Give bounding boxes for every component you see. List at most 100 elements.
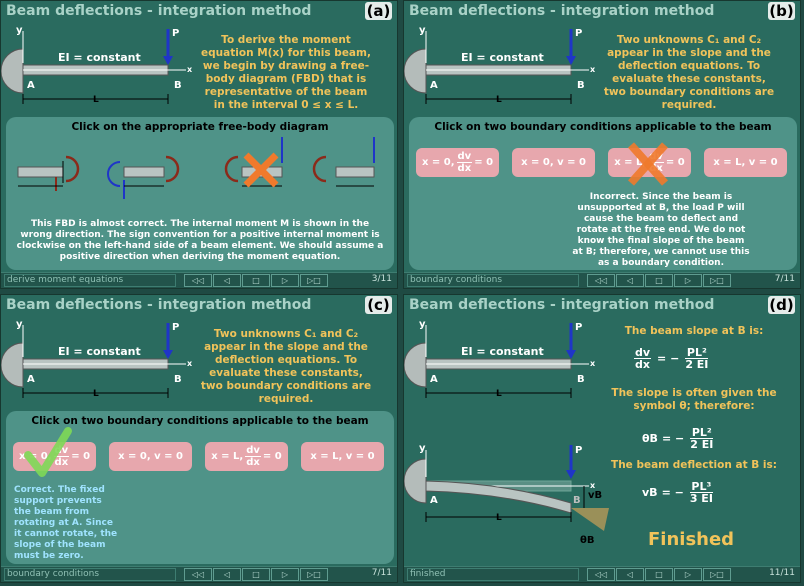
fbd-option-3[interactable] — [224, 137, 283, 188]
menu-button[interactable]: □ — [645, 568, 673, 581]
panel-b: Beam deflections - integration method (b… — [403, 0, 801, 289]
point-b-label: B — [174, 80, 182, 91]
length-label: L — [496, 95, 502, 105]
first-page-button[interactable]: ◁◁ — [184, 274, 212, 287]
denominator: dx — [54, 457, 69, 468]
first-page-button[interactable]: ◁◁ — [587, 274, 615, 287]
numerator: PL³ — [689, 480, 713, 493]
deflection-label: vB — [588, 490, 603, 501]
ei-label: EI = constant — [461, 345, 544, 358]
bc-selection-box: Click on two boundary conditions applica… — [409, 117, 797, 270]
load-label-2: P — [575, 445, 583, 456]
vb-symbol: vB — [642, 486, 658, 499]
fbd-prompt: Click on the appropriate free-body diagr… — [71, 121, 329, 133]
first-page-button[interactable]: ◁◁ — [184, 568, 212, 581]
previous-page-button[interactable]: ◁ — [213, 274, 241, 287]
panel-a: Beam deflections - integration method (a… — [0, 0, 398, 289]
x-axis-label: x — [187, 65, 193, 74]
beam-diagram — [1, 29, 186, 104]
panel-letter: (b) — [768, 2, 795, 20]
bc-text: = 0 — [262, 451, 282, 462]
last-page-button[interactable]: ▷□ — [300, 568, 328, 581]
fbd-options — [17, 137, 375, 199]
bc-text: = 0 — [474, 157, 494, 168]
fbd-option-2[interactable] — [107, 155, 180, 199]
numerator: dv — [53, 445, 70, 457]
bc-text: x = 0, — [18, 451, 52, 462]
denominator: 2 EI — [690, 438, 714, 451]
fbd-feedback: This FBD is almost correct. The internal… — [16, 219, 384, 262]
panel-title: Beam deflections - integration method — [409, 3, 715, 19]
menu-button[interactable]: □ — [645, 274, 673, 287]
previous-page-button[interactable]: ◁ — [616, 274, 644, 287]
length-label: L — [496, 389, 502, 399]
previous-page-button[interactable]: ◁ — [616, 568, 644, 581]
next-page-button[interactable]: ▷ — [674, 274, 702, 287]
y-axis-label: y — [16, 25, 23, 36]
denominator: 3 EI — [689, 492, 713, 505]
page-counter: 11/11 — [769, 568, 795, 578]
bc-option-deflection-at-a[interactable]: x = 0, v = 0 — [109, 442, 192, 471]
point-a-label: A — [27, 80, 35, 91]
theta-label: θB — [580, 535, 595, 546]
panel-letter: (a) — [365, 2, 392, 20]
x-axis-label: x — [590, 359, 596, 368]
point-a-label: A — [430, 80, 438, 91]
status-field: boundary conditions — [407, 274, 579, 287]
fbd-option-4[interactable] — [312, 137, 375, 187]
bc-option-deflection-at-b[interactable]: x = L, v = 0 — [704, 148, 787, 177]
status-field: derive moment equations — [4, 274, 176, 287]
ei-label: EI = constant — [58, 345, 141, 358]
symbol-text: The slope is often given the symbol θ; t… — [611, 387, 777, 412]
fbd-option-1[interactable] — [17, 155, 80, 191]
next-page-button[interactable]: ▷ — [271, 274, 299, 287]
bc-prompt: Click on two boundary conditions applica… — [31, 415, 369, 427]
next-page-button[interactable]: ▷ — [271, 568, 299, 581]
y-axis-label-2: y — [419, 443, 426, 454]
load-label: P — [575, 322, 583, 333]
point-b-label: B — [577, 374, 585, 385]
x-axis-label-2: x — [590, 481, 596, 490]
deflection-heading: The beam deflection at B is: — [611, 459, 777, 471]
ei-label: EI = constant — [461, 51, 544, 64]
denominator: dx — [457, 163, 472, 174]
last-page-button[interactable]: ▷□ — [300, 274, 328, 287]
first-page-button[interactable]: ◁◁ — [587, 568, 615, 581]
bc-feedback: Incorrect. Since the beam is unsupported… — [572, 192, 750, 268]
intro-text: Two unknowns C₁ and C₂ appear in the slo… — [200, 328, 372, 405]
bottom-nav-bar: finished ◁◁ ◁ □ ▷ ▷□ 11/11 — [404, 566, 800, 582]
menu-button[interactable]: □ — [242, 274, 270, 287]
bc-option-deflection-at-b[interactable]: x = L, v = 0 — [301, 442, 384, 471]
point-a-label: A — [27, 374, 35, 385]
last-page-button[interactable]: ▷□ — [703, 274, 731, 287]
bc-text: x = 0, — [421, 157, 455, 168]
x-axis-label: x — [590, 65, 596, 74]
previous-page-button[interactable]: ◁ — [213, 568, 241, 581]
page-counter: 7/11 — [371, 568, 392, 578]
fbd-selection-box: Click on the appropriate free-body diagr… — [6, 117, 394, 270]
panel-letter: (d) — [768, 296, 795, 314]
next-page-button[interactable]: ▷ — [674, 568, 702, 581]
numerator: dv — [648, 151, 664, 163]
panel-d: Beam deflections - integration method (d… — [403, 294, 801, 583]
bc-option-deflection-at-a[interactable]: x = 0, v = 0 — [512, 148, 595, 177]
last-page-button[interactable]: ▷□ — [703, 568, 731, 581]
load-label: P — [172, 28, 180, 39]
menu-button[interactable]: □ — [242, 568, 270, 581]
denominator: dx — [246, 457, 260, 468]
bottom-nav-bar: boundary conditions ◁◁ ◁ □ ▷ ▷□ 7/11 — [1, 566, 397, 582]
bc-prompt: Click on two boundary conditions applica… — [434, 121, 772, 133]
page-counter: 3/11 — [371, 274, 392, 284]
bc-text: x = L, — [211, 451, 244, 462]
status-field: finished — [407, 568, 579, 581]
load-label: P — [172, 322, 180, 333]
